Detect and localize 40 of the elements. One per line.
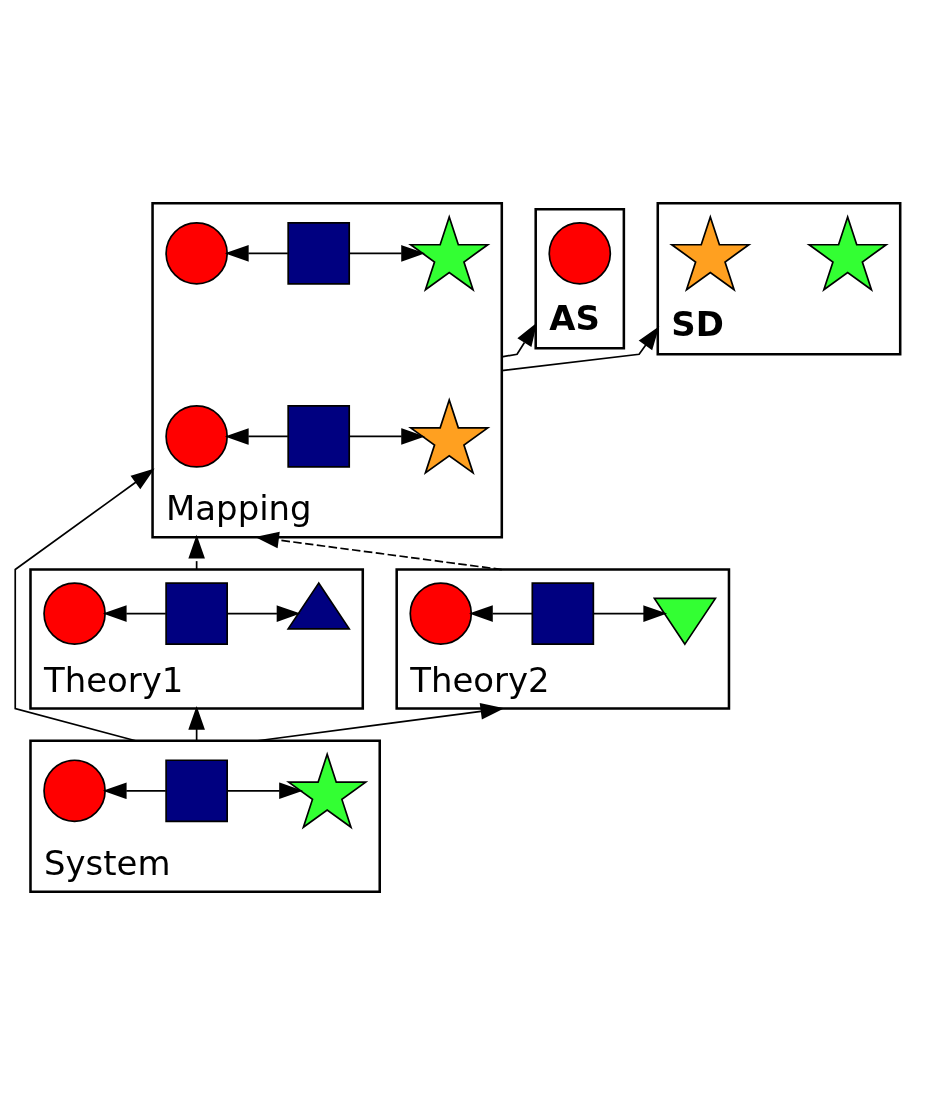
arrow xyxy=(226,782,303,800)
node-box xyxy=(165,582,228,645)
node-box xyxy=(287,222,351,285)
arrow xyxy=(224,245,289,262)
node-star xyxy=(408,397,491,476)
node-star xyxy=(408,214,491,293)
node-circle xyxy=(409,582,473,645)
node-circle xyxy=(43,759,106,823)
node-triangle xyxy=(652,597,717,646)
arrow xyxy=(348,428,425,445)
cluster: AS xyxy=(534,208,626,350)
arrow xyxy=(256,703,505,742)
cluster: Mapping xyxy=(151,202,504,539)
arrow xyxy=(500,322,538,358)
node-box xyxy=(165,759,228,823)
cluster: Theory2 xyxy=(395,568,731,710)
arrow xyxy=(188,534,205,571)
node-circle xyxy=(548,222,612,285)
arrow xyxy=(592,605,668,622)
arrow xyxy=(102,782,167,800)
node-star xyxy=(806,214,889,293)
node-circle xyxy=(43,582,106,645)
arrow xyxy=(14,468,155,742)
arrow xyxy=(226,605,301,622)
node-triangle xyxy=(286,581,351,630)
arrow xyxy=(469,605,533,622)
node-box xyxy=(531,582,595,645)
arrow xyxy=(348,245,425,262)
cluster: System xyxy=(29,739,381,893)
node-circle xyxy=(165,405,228,468)
arrow xyxy=(224,428,289,445)
arrow xyxy=(255,531,503,571)
arrow xyxy=(102,605,167,622)
node-star xyxy=(286,751,369,830)
cluster: SD xyxy=(656,202,902,356)
node-box xyxy=(287,405,351,468)
arrow xyxy=(500,326,660,372)
cluster: Theory1 xyxy=(29,568,365,710)
node-star xyxy=(669,214,752,293)
node-circle xyxy=(165,222,228,285)
